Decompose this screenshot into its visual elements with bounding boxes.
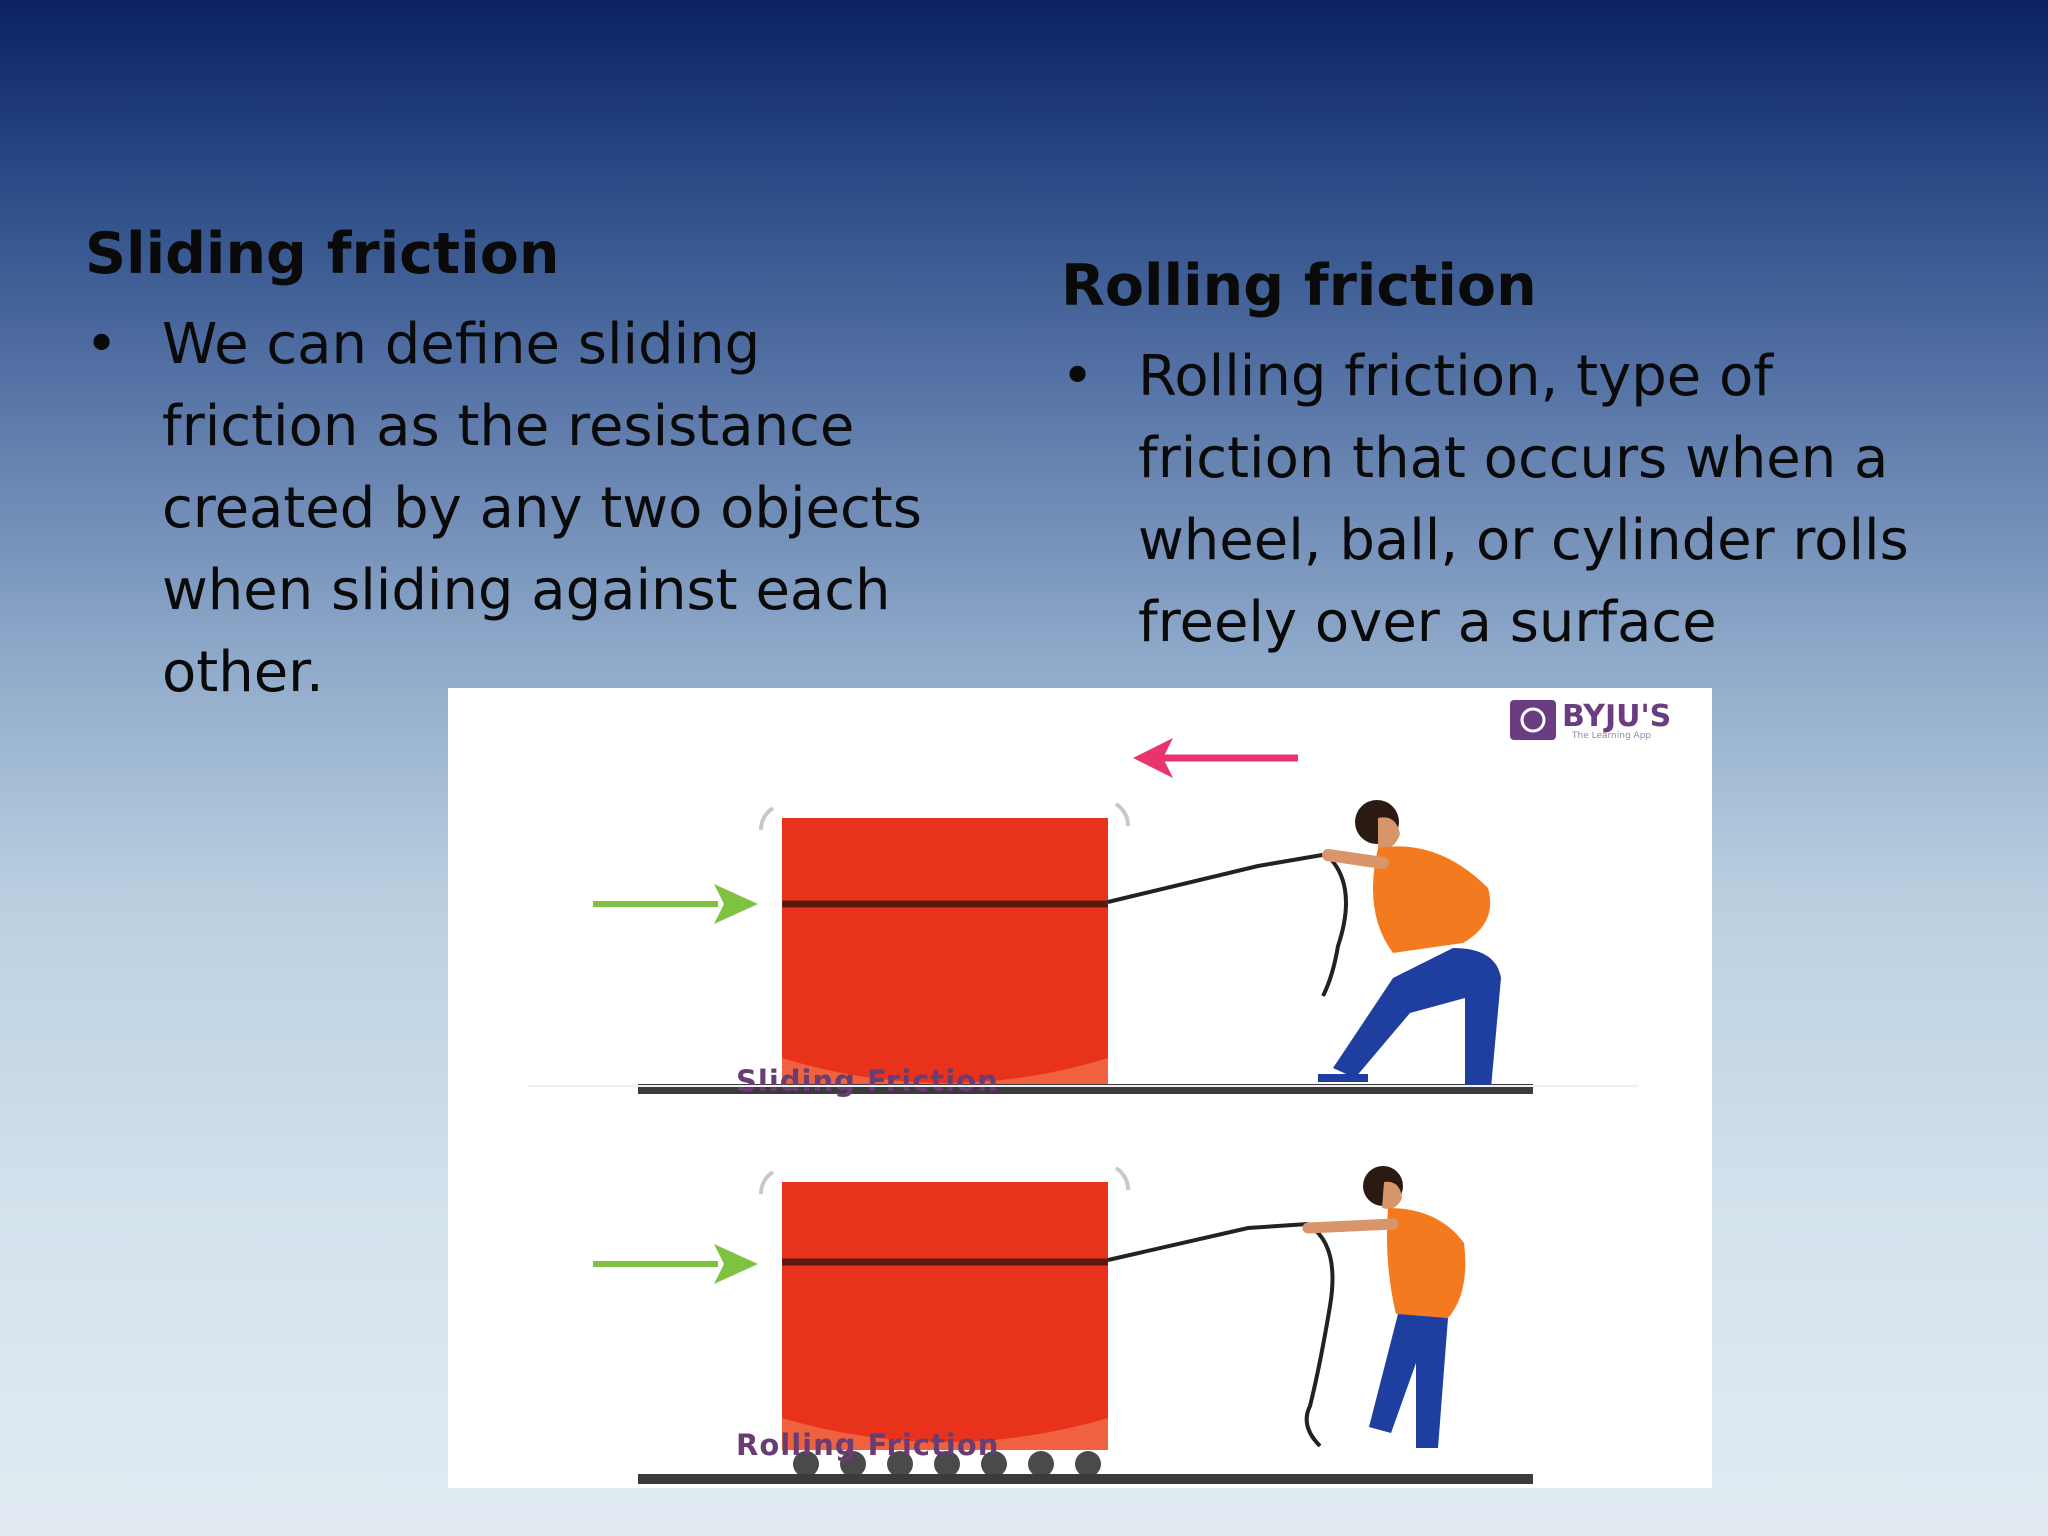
push-arrow-icon	[593, 884, 758, 924]
rolling-friction-heading: Rolling friction	[1061, 253, 1537, 319]
rolling-friction-bullet: • Rolling friction, type of friction tha…	[1061, 336, 1961, 664]
byjus-logo: BYJU'S The Learning App	[1510, 699, 1671, 741]
sliding-friction-caption-label: Sliding Friction	[736, 1064, 999, 1098]
sliding-friction-section: Sliding friction • We can define sliding…	[85, 218, 965, 714]
sliding-friction-scene	[593, 738, 1533, 1094]
friction-illustration: BYJU'S The Learning App	[448, 688, 1712, 1488]
bullet-marker: •	[85, 312, 119, 377]
rolling-friction-definition: Rolling friction, type of friction that …	[1138, 344, 1909, 655]
ground	[638, 1084, 1533, 1094]
sliding-friction-heading: Sliding friction	[85, 221, 560, 287]
friction-diagram: BYJU'S The Learning App	[528, 699, 1671, 1484]
push-arrow-icon	[593, 1244, 758, 1284]
friction-arrow-icon	[1133, 738, 1298, 778]
ground	[638, 1474, 1533, 1484]
sliding-friction-definition: We can define sliding friction as the re…	[162, 312, 922, 705]
rolling-friction-section: Rolling friction • Rolling friction, typ…	[1061, 250, 1961, 664]
rolling-friction-scene	[593, 1166, 1533, 1484]
box	[759, 802, 1130, 1088]
box	[759, 1166, 1130, 1450]
logo-tagline: The Learning App	[1571, 731, 1651, 741]
person-pulling-icon	[1302, 1166, 1466, 1448]
rolling-friction-caption: Rolling Friction	[736, 1428, 999, 1462]
logo-mark	[1510, 700, 1556, 740]
logo-text: BYJU'S	[1562, 699, 1671, 734]
bullet-marker: •	[1061, 344, 1095, 409]
sliding-friction-bullet: • We can define sliding friction as the …	[85, 304, 965, 714]
person-pulling-icon	[1318, 800, 1501, 1088]
